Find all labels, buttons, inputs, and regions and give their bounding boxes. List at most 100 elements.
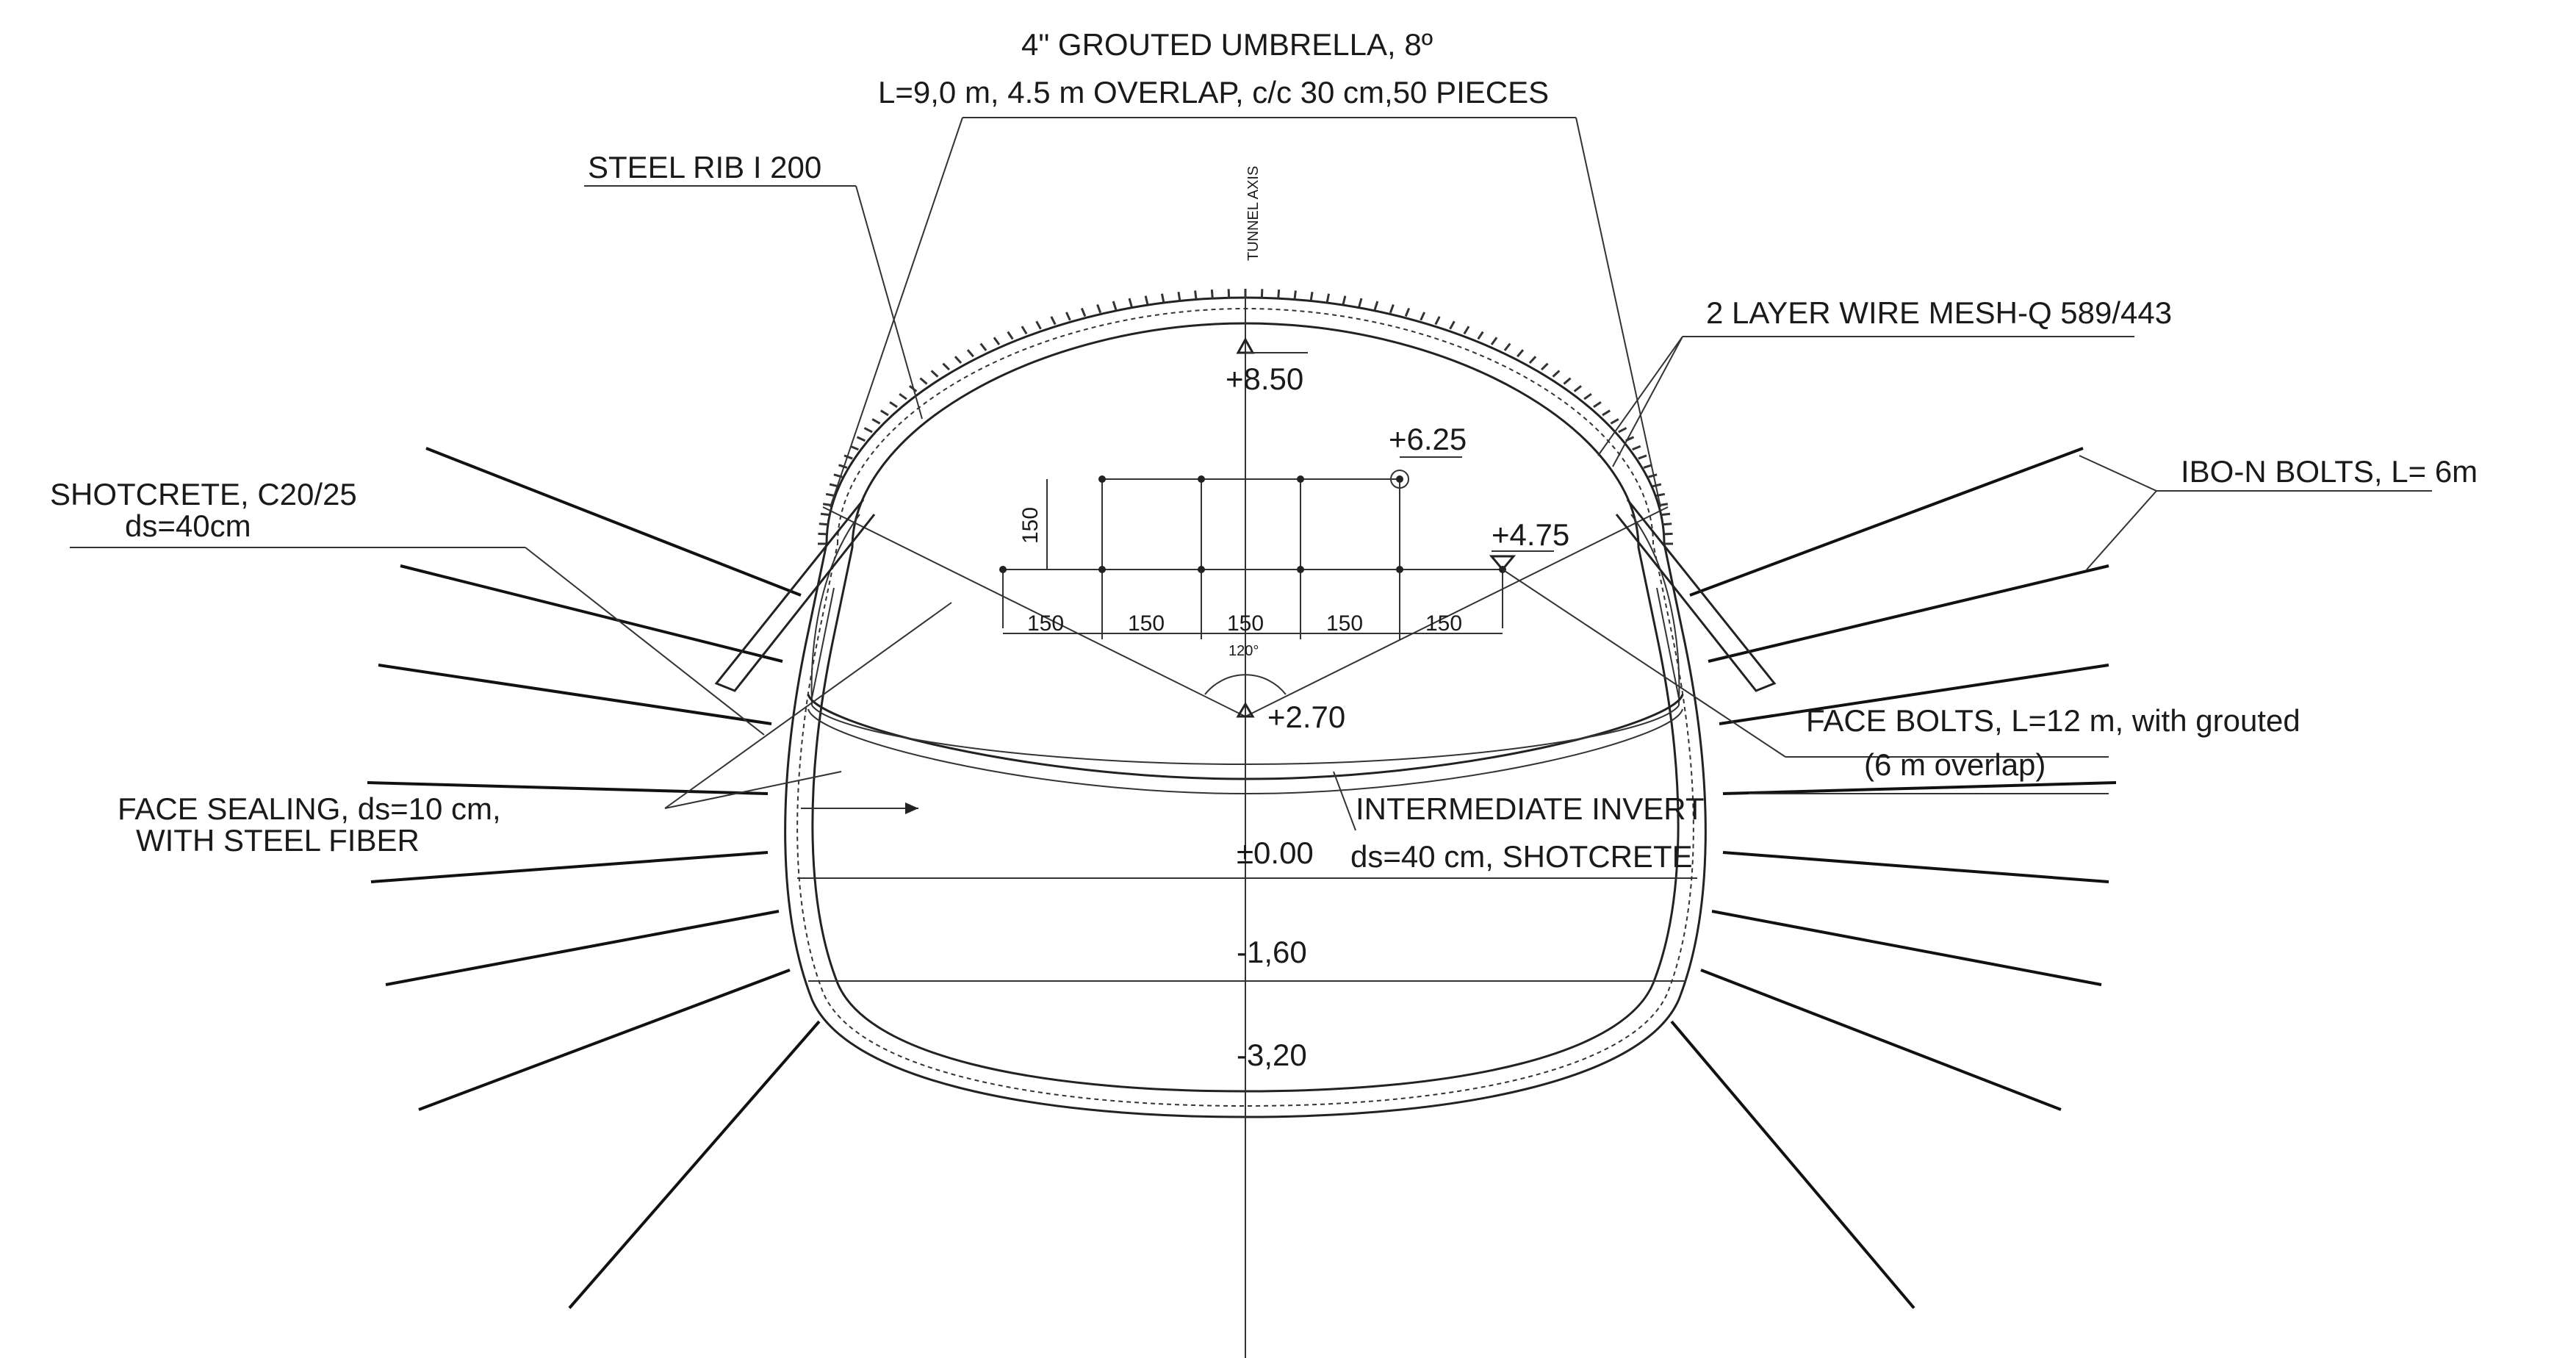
tunnel-axis-label: TUNNEL AXIS — [1245, 166, 1262, 261]
hatch-tick — [1194, 290, 1198, 300]
rock-bolts — [367, 447, 2117, 1310]
face-sealing-label-line2: WITH STEEL FIBER — [136, 823, 420, 858]
hatch-tick — [1309, 292, 1314, 301]
hatch-tick — [838, 464, 848, 469]
invert-label-line2: ds=40 cm, SHOTCRETE — [1350, 839, 1693, 874]
level-lines — [797, 877, 1697, 982]
hatch-tick — [1593, 400, 1602, 409]
hatch-tick — [1112, 301, 1118, 310]
elevation-625: +6.25 — [1389, 422, 1467, 456]
hatch-tick — [1490, 337, 1498, 345]
elevation-markers: +8.50 +6.25 +4.75 +2.70 ±0.00 -1,60 -3,2… — [1226, 337, 1569, 1072]
hatch-tick — [942, 362, 951, 371]
umbrella-pipes — [714, 499, 1777, 692]
leader-lines — [70, 117, 2432, 831]
hatch-tick — [1277, 289, 1281, 299]
dim-150-4: 150 — [1326, 611, 1363, 636]
hatch-tick — [1638, 454, 1647, 460]
hatch-tick — [1652, 483, 1662, 488]
elevation-000: ±0.00 — [1237, 836, 1314, 870]
lining-outer — [784, 296, 1707, 1118]
hatch-tick — [1602, 409, 1611, 417]
wire-mesh-label: 2 LAYER WIRE MESH-Q 589/443 — [1706, 295, 2172, 330]
hatch-tick — [1618, 427, 1627, 434]
hatch-tick — [1528, 356, 1537, 364]
hatch-tick — [856, 436, 866, 442]
hatch-tick — [849, 445, 859, 451]
hatch-tick — [954, 356, 963, 364]
hatch-tick — [1477, 331, 1484, 340]
hatch-tick — [1434, 316, 1441, 326]
hatch-tick — [1358, 298, 1363, 307]
dim-150-5: 150 — [1425, 611, 1462, 636]
hatch-tick — [1342, 295, 1347, 305]
hatch-tick — [1050, 316, 1057, 326]
hatch-tick — [825, 492, 835, 497]
umbrella-label-line1: 4" GROUTED UMBRELLA, 8º — [1021, 27, 1433, 62]
hatch-tick — [1449, 320, 1456, 330]
face-bolt-grid: 150 150 150 150 150 150 120° — [822, 475, 1669, 717]
umbrella-label-line2: L=9,0 m, 4.5 m OVERLAP, c/c 30 cm,50 PIE… — [878, 75, 1549, 109]
dim-150-1: 150 — [1027, 611, 1064, 636]
hatch-tick — [993, 337, 1001, 345]
annotation-labels: 4" GROUTED UMBRELLA, 8º L=9,0 m, 4.5 m O… — [50, 27, 2478, 874]
hatch-tick — [1065, 312, 1071, 321]
hatch-tick — [879, 409, 889, 417]
hatch-tick — [1373, 301, 1379, 310]
hatch-tick — [919, 377, 928, 385]
hatch-tick — [1035, 320, 1042, 330]
hatch-tick — [930, 370, 939, 378]
hatch-tick — [1160, 293, 1165, 303]
hatch-tick — [899, 392, 907, 400]
hatch-tick — [1573, 384, 1582, 392]
hatch-tick — [819, 522, 828, 526]
hatch-tick — [1021, 326, 1028, 335]
umbrella-pipes-hatch — [818, 289, 1673, 545]
dim-angle: 120° — [1228, 643, 1259, 659]
shotcrete-label-line2: ds=40cm — [125, 509, 251, 543]
face-bolts-label-line2: (6 m overlap) — [1864, 747, 2046, 782]
hatch-tick — [1463, 326, 1470, 335]
tunnel-axis: TUNNEL AXIS — [1245, 166, 1262, 1358]
elevation-160: -1,60 — [1237, 935, 1307, 969]
hatch-tick — [1177, 292, 1181, 301]
hatch-tick — [843, 454, 853, 460]
hatch-tick — [1517, 349, 1525, 358]
hatch-tick — [1325, 293, 1331, 303]
hatch-tick — [1632, 445, 1641, 451]
shotcrete-label-line1: SHOTCRETE, C20/25 — [50, 477, 357, 511]
hatch-tick — [1503, 342, 1511, 351]
dim-150-2: 150 — [1128, 611, 1165, 636]
hatch-tick — [1663, 522, 1672, 526]
invert-label-line1: INTERMEDIATE INVERT — [1356, 791, 1705, 826]
hatch-tick — [1540, 362, 1549, 371]
elevation-320: -3,20 — [1237, 1038, 1307, 1072]
hatch-tick — [979, 342, 987, 351]
face-sealing-label-line1: FACE SEALING, ds=10 cm, — [118, 791, 501, 826]
hatch-tick — [871, 418, 881, 425]
hatch-tick — [889, 400, 898, 409]
hatch-tick — [1420, 312, 1426, 321]
hatch-tick — [863, 427, 873, 434]
hatch-tick — [1096, 303, 1102, 314]
face-bolts-label-line1: FACE BOLTS, L=12 m, with grouted — [1806, 703, 2300, 738]
hatch-tick — [1648, 473, 1658, 478]
hatch-tick — [1128, 298, 1133, 307]
hatch-tick — [1389, 303, 1395, 314]
elevation-crown: +8.50 — [1226, 362, 1303, 396]
elevation-475: +4.75 — [1492, 517, 1569, 552]
hatch-tick — [1583, 392, 1592, 400]
elevation-270: +2.70 — [1267, 700, 1345, 734]
hatch-tick — [1080, 307, 1087, 317]
hatch-tick — [1552, 370, 1561, 378]
dim-vertical-150: 150 — [1018, 507, 1043, 544]
steel-rib-label: STEEL RIB I 200 — [588, 150, 821, 184]
dim-150-3: 150 — [1227, 611, 1264, 636]
hatch-tick — [966, 349, 974, 358]
lining-inner — [811, 322, 1680, 1093]
hatch-tick — [1643, 464, 1652, 469]
hatch-tick — [1144, 295, 1149, 305]
hatch-tick — [1563, 377, 1572, 385]
hatch-tick — [1404, 307, 1411, 317]
